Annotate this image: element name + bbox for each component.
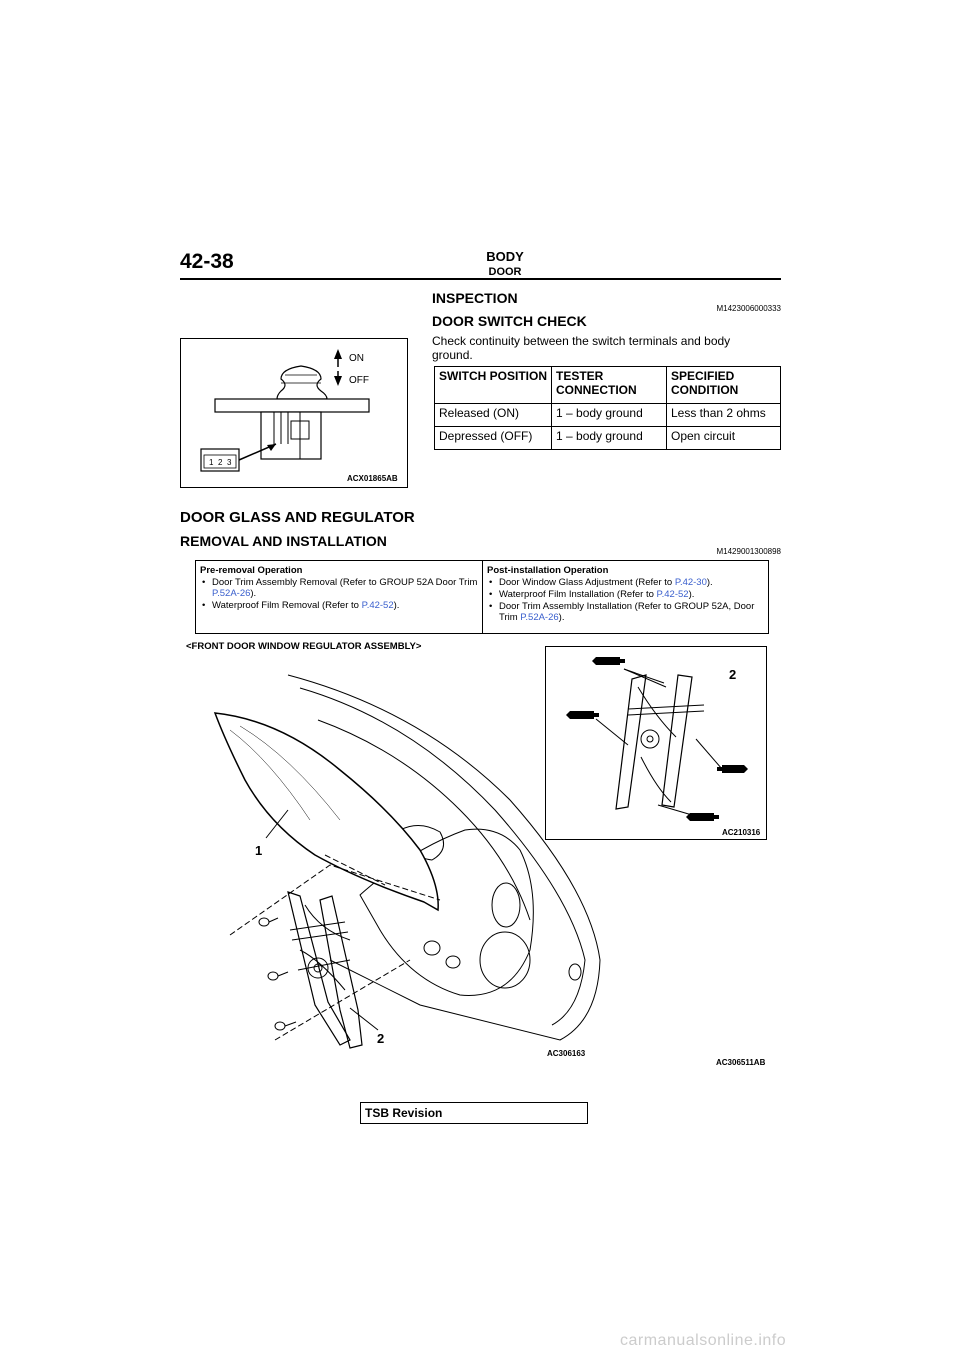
terminal-2-label: 2 xyxy=(218,458,223,467)
pre-removal-heading: Pre-removal Operation xyxy=(200,565,303,576)
reference-link[interactable]: P.52A-26 xyxy=(520,612,559,623)
watermark: carmanualsonline.info xyxy=(620,1332,787,1349)
switch-figure-caption: ACX01865AB xyxy=(347,474,398,483)
grease-icon xyxy=(686,813,719,821)
main-figure-caption: AC306163 xyxy=(547,1049,586,1058)
door-switch-check-title: DOOR SWITCH CHECK xyxy=(432,313,587,329)
regulator-grease-diagram: 2 xyxy=(566,657,748,821)
list-item: Waterproof Film Installation (Refer to P… xyxy=(487,589,762,600)
switch-on-label: ON xyxy=(349,353,364,364)
table-cell: Open circuit xyxy=(666,426,781,450)
door-switch-figure: 1 2 3 ON OFF ACX01865AB xyxy=(180,338,408,488)
operations-box: Pre-removal Operation Door Trim Assembly… xyxy=(195,560,769,634)
callout-2: 2 xyxy=(377,1031,384,1046)
inspection-code: M1423006000333 xyxy=(716,304,781,313)
table-cell: Released (ON) xyxy=(434,403,552,427)
callout-1: 1 xyxy=(255,843,262,858)
grease-icon xyxy=(717,765,748,773)
grease-points-inset: 2 AC210316 xyxy=(545,646,767,840)
table-cell: Depressed (OFF) xyxy=(434,426,552,450)
table-header-cell: TESTER CONNECTION xyxy=(551,366,667,404)
pre-removal-column: Pre-removal Operation Door Trim Assembly… xyxy=(200,565,480,612)
reference-link[interactable]: P.52A-26 xyxy=(212,588,251,599)
tsb-revision-label: TSB Revision xyxy=(365,1106,443,1120)
table-cell: 1 – body ground xyxy=(551,403,667,427)
table-row: Released (ON) 1 – body ground Less than … xyxy=(434,403,781,427)
reference-link[interactable]: P.42-52 xyxy=(361,600,394,611)
table-header-cell: SWITCH POSITION xyxy=(434,366,552,404)
bolt-icon xyxy=(258,917,279,927)
header-subtitle: DOOR xyxy=(488,266,522,278)
removal-installation-title: REMOVAL AND INSTALLATION xyxy=(180,533,387,549)
reference-link[interactable]: P.42-30 xyxy=(674,577,707,588)
overall-figure-caption: AC306511AB xyxy=(716,1058,766,1067)
inset-figure-caption: AC210316 xyxy=(722,828,761,837)
table-header-row: SWITCH POSITION TESTER CONNECTION SPECIF… xyxy=(434,366,781,404)
door-glass-title: DOOR GLASS AND REGULATOR xyxy=(180,509,415,526)
list-item: Waterproof Film Removal (Refer to P.42-5… xyxy=(200,600,480,611)
list-item: Door Window Glass Adjustment (Refer to P… xyxy=(487,577,762,588)
removal-code: M1429001300898 xyxy=(716,547,781,556)
switch-spec-table: SWITCH POSITION TESTER CONNECTION SPECIF… xyxy=(434,366,781,450)
bolt-icon xyxy=(274,1021,297,1031)
assembly-label: <FRONT DOOR WINDOW REGULATOR ASSEMBLY> xyxy=(186,641,422,652)
header-rule xyxy=(180,278,781,280)
list-item: Door Trim Assembly Installation (Refer t… xyxy=(487,601,762,623)
post-installation-column: Post-installation Operation Door Window … xyxy=(487,565,762,624)
reference-link[interactable]: P.42-52 xyxy=(656,589,689,600)
terminal-1-label: 1 xyxy=(209,458,214,467)
grease-icon xyxy=(592,657,625,665)
list-item: Door Trim Assembly Removal (Refer to GRO… xyxy=(200,577,480,599)
terminal-3-label: 3 xyxy=(227,458,232,467)
page-number: 42-38 xyxy=(180,250,234,273)
table-cell: Less than 2 ohms xyxy=(666,403,781,427)
door-regulator-diagram: 1 2 xyxy=(213,674,601,1049)
inspection-text: Check continuity between the switch term… xyxy=(432,334,731,362)
post-installation-heading: Post-installation Operation xyxy=(487,565,609,576)
table-cell: 1 – body ground xyxy=(551,426,667,450)
callout-2-inset: 2 xyxy=(729,667,736,682)
table-row: Depressed (OFF) 1 – body ground Open cir… xyxy=(434,426,781,450)
tsb-revision-box: TSB Revision xyxy=(360,1102,588,1124)
table-header-cell: SPECIFIED CONDITION xyxy=(666,366,781,404)
header-title: BODY xyxy=(486,249,524,264)
grease-icon xyxy=(566,711,599,719)
bolt-icon xyxy=(267,971,289,981)
door-switch-diagram: 1 2 3 xyxy=(200,349,370,472)
switch-off-label: OFF xyxy=(349,375,369,386)
column-divider xyxy=(482,561,483,633)
inspection-title: INSPECTION xyxy=(432,290,518,306)
